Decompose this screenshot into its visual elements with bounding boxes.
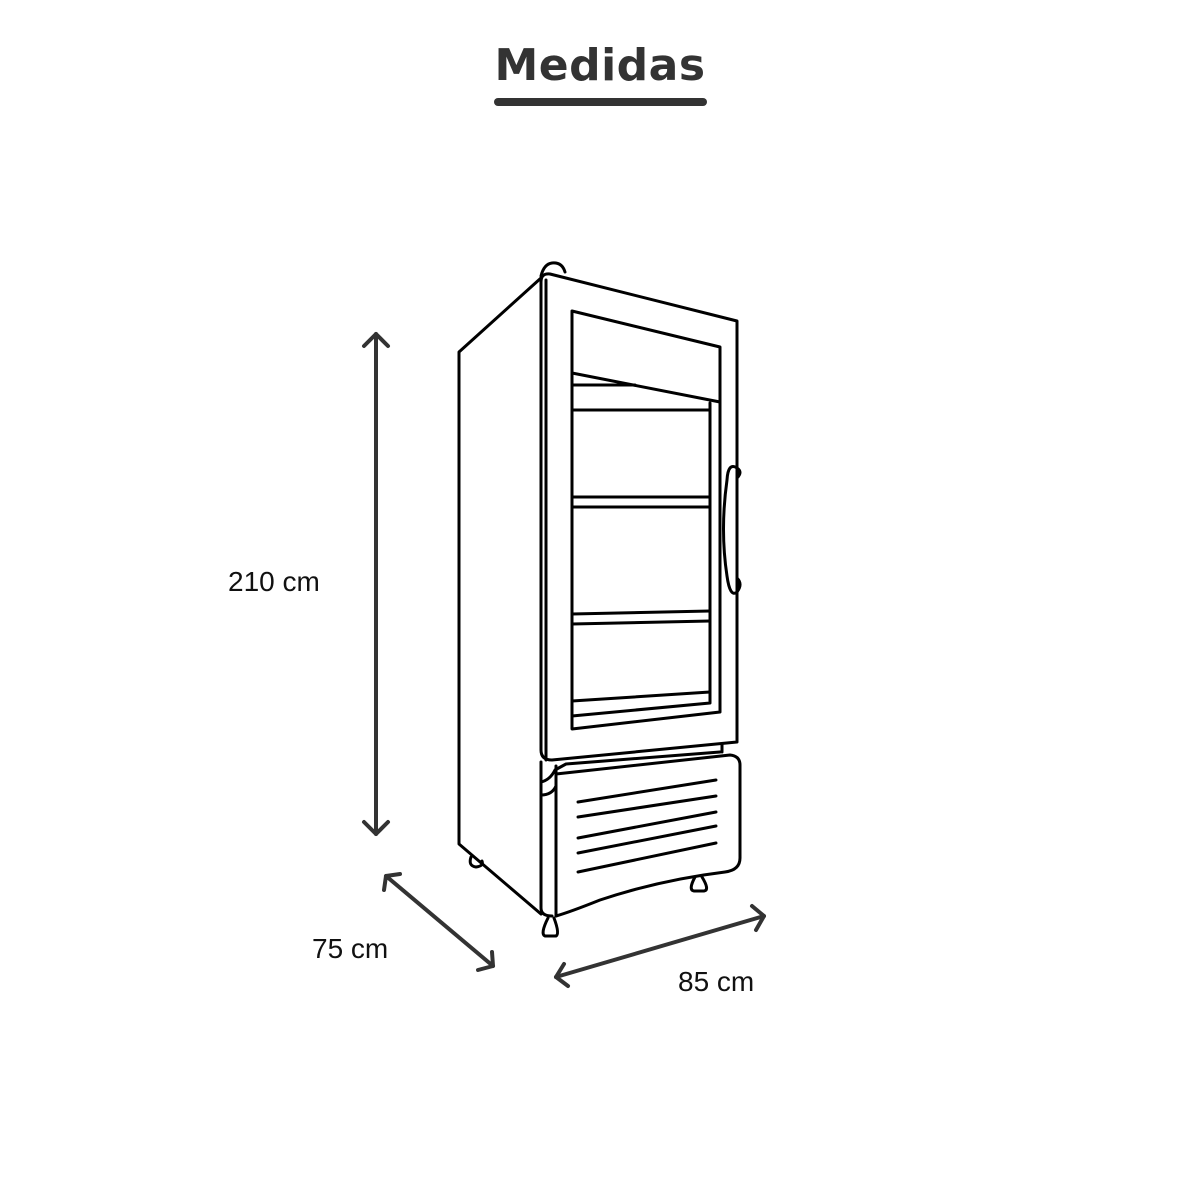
height-label: 210 cm [228,566,320,597]
title-underline [494,98,707,106]
fridge-body [457,261,742,938]
page-title: Medidas [494,40,706,91]
depth-arrow [382,872,495,972]
height-arrow [362,332,390,836]
width-arrow [554,904,766,988]
width-label: 85 cm [678,966,755,997]
depth-label: 75 cm [312,933,389,964]
